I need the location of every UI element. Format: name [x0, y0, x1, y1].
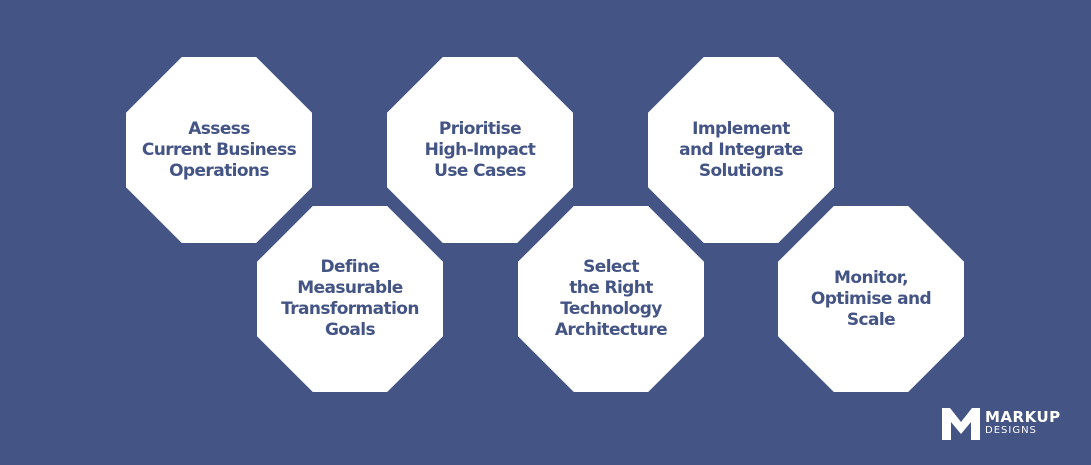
step-implement-integrate: Implement and Integrate Solutions	[648, 57, 834, 243]
markup-designs-logo: MARKUP DESIGNS	[940, 404, 1061, 442]
step-label: Prioritise High-Impact Use Cases	[424, 118, 536, 181]
step-label: Monitor, Optimise and Scale	[810, 267, 932, 330]
step-select-architecture: Select the Right Technology Architecture	[518, 206, 704, 392]
step-label: Assess Current Business Operations	[141, 118, 297, 181]
step-assess-operations: Assess Current Business Operations	[126, 57, 312, 243]
step-label: Implement and Integrate Solutions	[679, 118, 803, 181]
step-label: Select the Right Technology Architecture	[554, 257, 668, 340]
step-define-goals: Define Measurable Transformation Goals	[257, 206, 443, 392]
logo-name: MARKUP	[985, 408, 1061, 426]
markup-m-logo-icon	[942, 408, 980, 440]
step-label: Define Measurable Transformation Goals	[281, 257, 419, 340]
step-prioritise-use-cases: Prioritise High-Impact Use Cases	[387, 57, 573, 243]
logo-subtitle: DESIGNS	[985, 425, 1037, 436]
step-monitor-scale: Monitor, Optimise and Scale	[778, 206, 964, 392]
